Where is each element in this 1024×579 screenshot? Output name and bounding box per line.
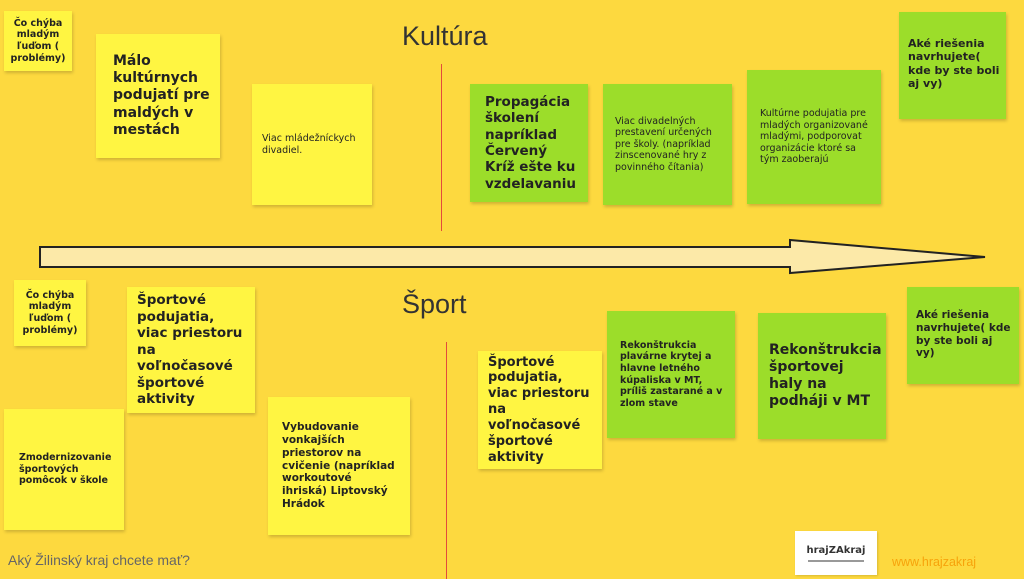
sport-solutions-label: Aké riešenia navrhujete( kde by ste boli… (916, 309, 1011, 360)
sport-solution-text: Športové podujatia, viac priestoru na vo… (488, 354, 590, 465)
sport-solution-note[interactable]: Rekonštrukcia športovej haly na podháji … (758, 313, 886, 439)
culture-solution-text: Kultúrne podujatia pre mladých organizov… (760, 108, 868, 166)
logo-text: hrajZAkraj (806, 544, 866, 556)
sport-problems-label-note[interactable]: Čo chýba mladým ľuďom ( problémy) (14, 280, 86, 346)
sport-problem-note[interactable]: Vybudovanie vonkajších priestorov na cvi… (268, 397, 410, 535)
sport-problem-text: Zmodernizovanie športových pomôcok v ško… (19, 452, 112, 487)
culture-solution-note[interactable]: Propagácia školení napríklad Červený Krí… (470, 84, 588, 202)
culture-solution-text: Viac divadelných prestavení určených pre… (615, 115, 712, 173)
culture-solution-note[interactable]: Viac divadelných prestavení určených pre… (603, 84, 732, 205)
sport-divider (446, 342, 447, 579)
culture-divider (441, 64, 442, 231)
culture-solution-note[interactable]: Kultúrne podujatia pre mladých organizov… (747, 70, 881, 204)
sport-title: Šport (402, 289, 467, 319)
sport-problem-note[interactable]: Športové podujatia, viac priestoru na vo… (127, 287, 255, 413)
culture-problems-label-note[interactable]: Čo chýba mladým ľuďom ( problémy) (4, 11, 72, 71)
logo-underline (808, 559, 864, 562)
sport-solution-text: Rekonštrukcia plavárne krytej a hlavne l… (620, 339, 723, 409)
sport-solution-text: Rekonštrukcia športovej haly na podháji … (769, 341, 882, 410)
hrajzakraj-logo: hrajZAkraj (795, 531, 877, 575)
culture-problem-note[interactable]: Málo kultúrnych podujatí pre maldých v m… (96, 34, 220, 158)
culture-solutions-label-note[interactable]: Aké riešenia navrhujete( kde by ste boli… (899, 12, 1006, 119)
sport-solution-note[interactable]: Športové podujatia, viac priestoru na vo… (478, 351, 602, 469)
culture-problem-note[interactable]: Viac mládežníckych divadiel. (252, 84, 372, 205)
footer-question: Aký Žilinský kraj chcete mať? (8, 552, 190, 568)
sport-solutions-label-note[interactable]: Aké riešenia navrhujete( kde by ste boli… (907, 287, 1019, 384)
sport-problem-note[interactable]: Zmodernizovanie športových pomôcok v ško… (4, 409, 124, 530)
sport-problem-text: Vybudovanie vonkajších priestorov na cvi… (282, 421, 395, 510)
sport-problem-text: Športové podujatia, viac priestoru na vo… (137, 292, 243, 408)
sport-problems-label: Čo chýba mladým ľuďom ( problémy) (22, 289, 78, 336)
culture-problems-label: Čo chýba mladým ľuďom ( problémy) (10, 17, 66, 64)
sport-solution-note[interactable]: Rekonštrukcia plavárne krytej a hlavne l… (607, 311, 735, 438)
footer-website-link[interactable]: www.hrajzakraj (892, 555, 977, 569)
culture-problem-text: Viac mládežníckych divadiel. (262, 132, 356, 156)
culture-solution-text: Propagácia školení napríklad Červený Krí… (485, 93, 576, 192)
culture-title: Kultúra (402, 21, 488, 51)
culture-problem-text: Málo kultúrnych podujatí pre maldých v m… (113, 53, 210, 138)
culture-solutions-label: Aké riešenia navrhujete( kde by ste boli… (908, 37, 1000, 91)
